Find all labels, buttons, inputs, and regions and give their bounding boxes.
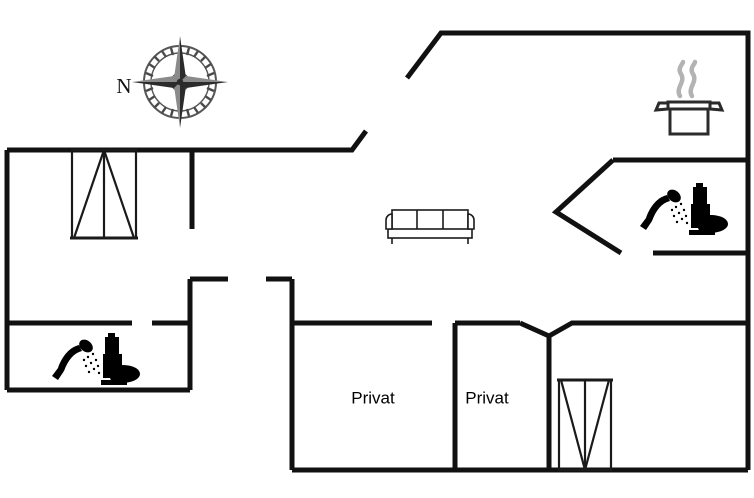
toilet-glyph-left (101, 333, 140, 385)
toilet-flush-button (108, 333, 115, 338)
stairs-diagonal-left (559, 379, 587, 471)
toilet-bowl (103, 354, 140, 383)
sofa-icon (385, 209, 475, 244)
room-label-privat-right: Privat (465, 388, 509, 407)
compass-rose: N (116, 36, 228, 128)
compass-needle-north-light (174, 36, 180, 82)
interior-walls (7, 150, 748, 470)
sofa-arm-left (385, 213, 393, 230)
toilet-glyph-right (689, 183, 728, 235)
compass-cardinal-points (132, 36, 228, 128)
staircase-icon-bottom-right (557, 378, 613, 472)
sofa-back (391, 209, 469, 231)
steam-left (676, 59, 686, 99)
pot-vessel (668, 107, 710, 136)
compass-needle-south-light (174, 82, 180, 128)
water-droplets (670, 202, 689, 225)
compass-needle-east (180, 82, 228, 88)
sofa-seat (387, 228, 473, 239)
pot-handle-left (653, 101, 670, 112)
shower-toilet-icon-right (640, 183, 728, 235)
shower-arm (640, 195, 670, 230)
compass-needle-west-light (132, 76, 180, 82)
room-label-privat-left: Privat (351, 388, 395, 407)
compass-north-label: N (116, 74, 131, 98)
pot-body (653, 100, 725, 136)
shower-head (667, 189, 681, 203)
toilet-bowl (691, 204, 728, 233)
stairs-diagonal-right (583, 379, 611, 471)
water-droplets (82, 352, 101, 375)
compass-needle-west (132, 82, 180, 88)
toilet-cistern (693, 187, 707, 204)
compass-needle-north (180, 36, 186, 82)
steam-right (688, 59, 698, 99)
wall-top-left (7, 129, 369, 153)
cooking-pot-icon (653, 59, 725, 136)
toilet-cistern (105, 337, 119, 354)
shower-arm (52, 345, 82, 380)
shower-glyph-right (640, 189, 689, 230)
shower-toilet-icon-left (52, 333, 140, 385)
sofa-arm-right (467, 213, 475, 230)
compass-center-dot (176, 78, 184, 86)
toilet-base (101, 380, 127, 385)
pot-handle-right (708, 101, 725, 112)
compass-needle-east-light (180, 76, 228, 82)
compass-needle-south (180, 82, 186, 128)
shower-head (79, 339, 93, 353)
steam-wisps (676, 59, 698, 99)
toilet-flush-button (696, 183, 703, 188)
wall-bath-right-chevron (551, 158, 623, 256)
stairs-diagonal-left (72, 149, 106, 239)
shower-glyph-left (52, 339, 101, 380)
staircase-icon-top-left (70, 148, 138, 240)
wall-y-junction (518, 320, 748, 339)
walls-group (4, 30, 751, 473)
stairs-diagonal-right (102, 149, 136, 239)
toilet-base (689, 230, 715, 235)
